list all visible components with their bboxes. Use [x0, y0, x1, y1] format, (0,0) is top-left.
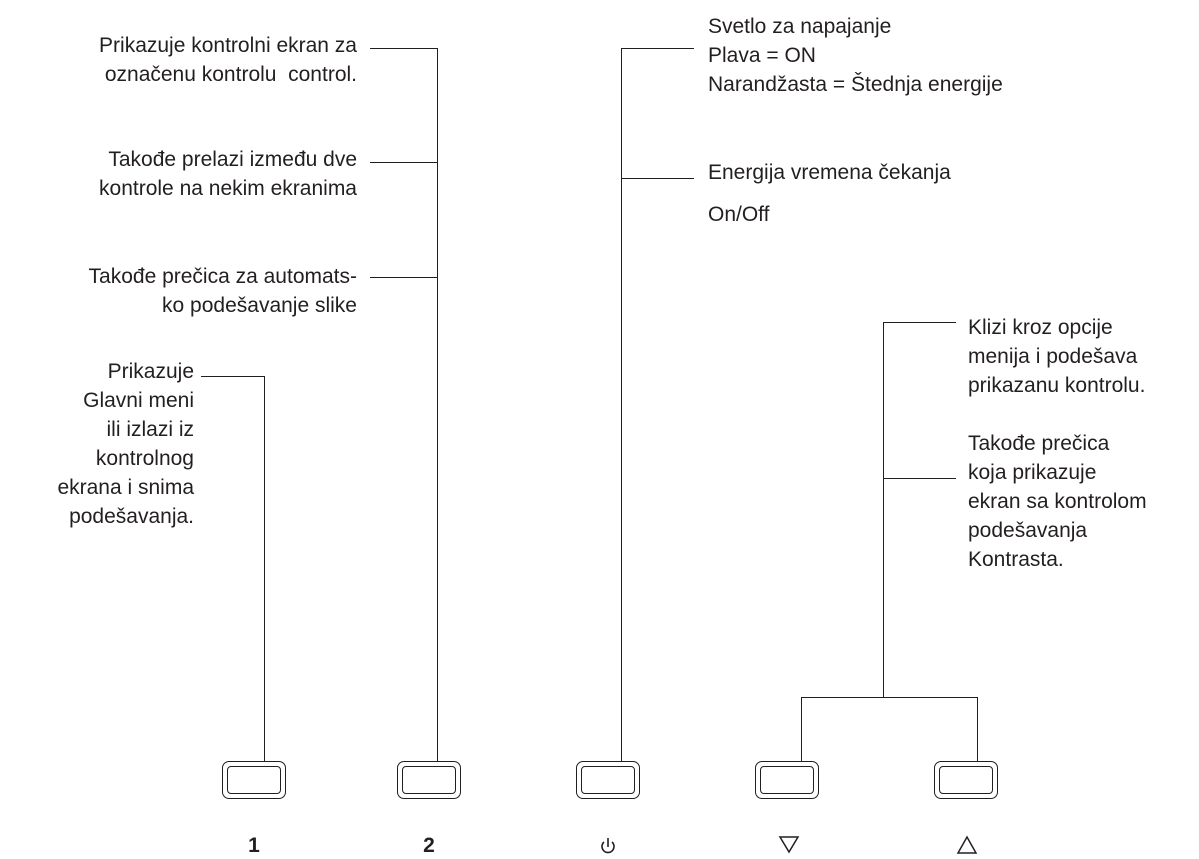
annotation-power-light: Svetlo za napajanje Plava = ON Narandžas…	[708, 15, 1003, 96]
leader-line-contrast	[883, 478, 956, 480]
button-2-label: 2	[423, 834, 435, 857]
button-1-label: 1	[248, 834, 260, 857]
annotation-toggle-controls: Takođe prelazi između dve kontrole na ne…	[99, 148, 357, 200]
leader-line-button-2	[437, 48, 439, 762]
annotation-scroll-menu: Klizi kroz opcije menija i podešava prik…	[968, 316, 1146, 397]
leader-line-power-button	[621, 48, 623, 762]
leader-line-arrows-trunk	[883, 322, 885, 698]
leader-line-down-button	[801, 697, 803, 762]
leader-line-menu	[201, 376, 265, 378]
leader-line-auto	[370, 277, 438, 279]
leader-line-power-light	[621, 48, 694, 50]
down-button[interactable]	[755, 761, 819, 799]
button-2[interactable]	[397, 761, 461, 799]
annotation-standby-state: On/Off	[708, 203, 770, 226]
down-triangle-icon	[778, 836, 800, 854]
power-icon	[601, 838, 615, 854]
annotation-contrast-shortcut: Takođe prečica koja prikazuje ekran sa k…	[968, 432, 1147, 571]
annotation-auto-adjust: Takođe prečica za automats- ko podešavan…	[88, 265, 357, 317]
leader-line-arrows-branch	[801, 697, 978, 699]
button-1[interactable]	[222, 761, 286, 799]
annotation-standby-title: Energija vremena čekanja	[708, 161, 951, 184]
leader-line-select	[370, 48, 438, 50]
annotation-main-menu: Prikazuje Glavni meni ili izlazi iz kont…	[57, 360, 194, 528]
up-triangle-icon	[956, 835, 978, 854]
leader-line-up-button	[977, 697, 979, 762]
up-button[interactable]	[934, 761, 998, 799]
leader-line-standby	[621, 178, 694, 180]
leader-line-toggle	[370, 162, 438, 164]
leader-line-button-1	[264, 376, 266, 762]
power-button[interactable]	[576, 761, 640, 799]
leader-line-scroll	[883, 322, 956, 324]
annotation-select-control: Prikazuje kontrolni ekran za označenu ko…	[99, 34, 357, 86]
